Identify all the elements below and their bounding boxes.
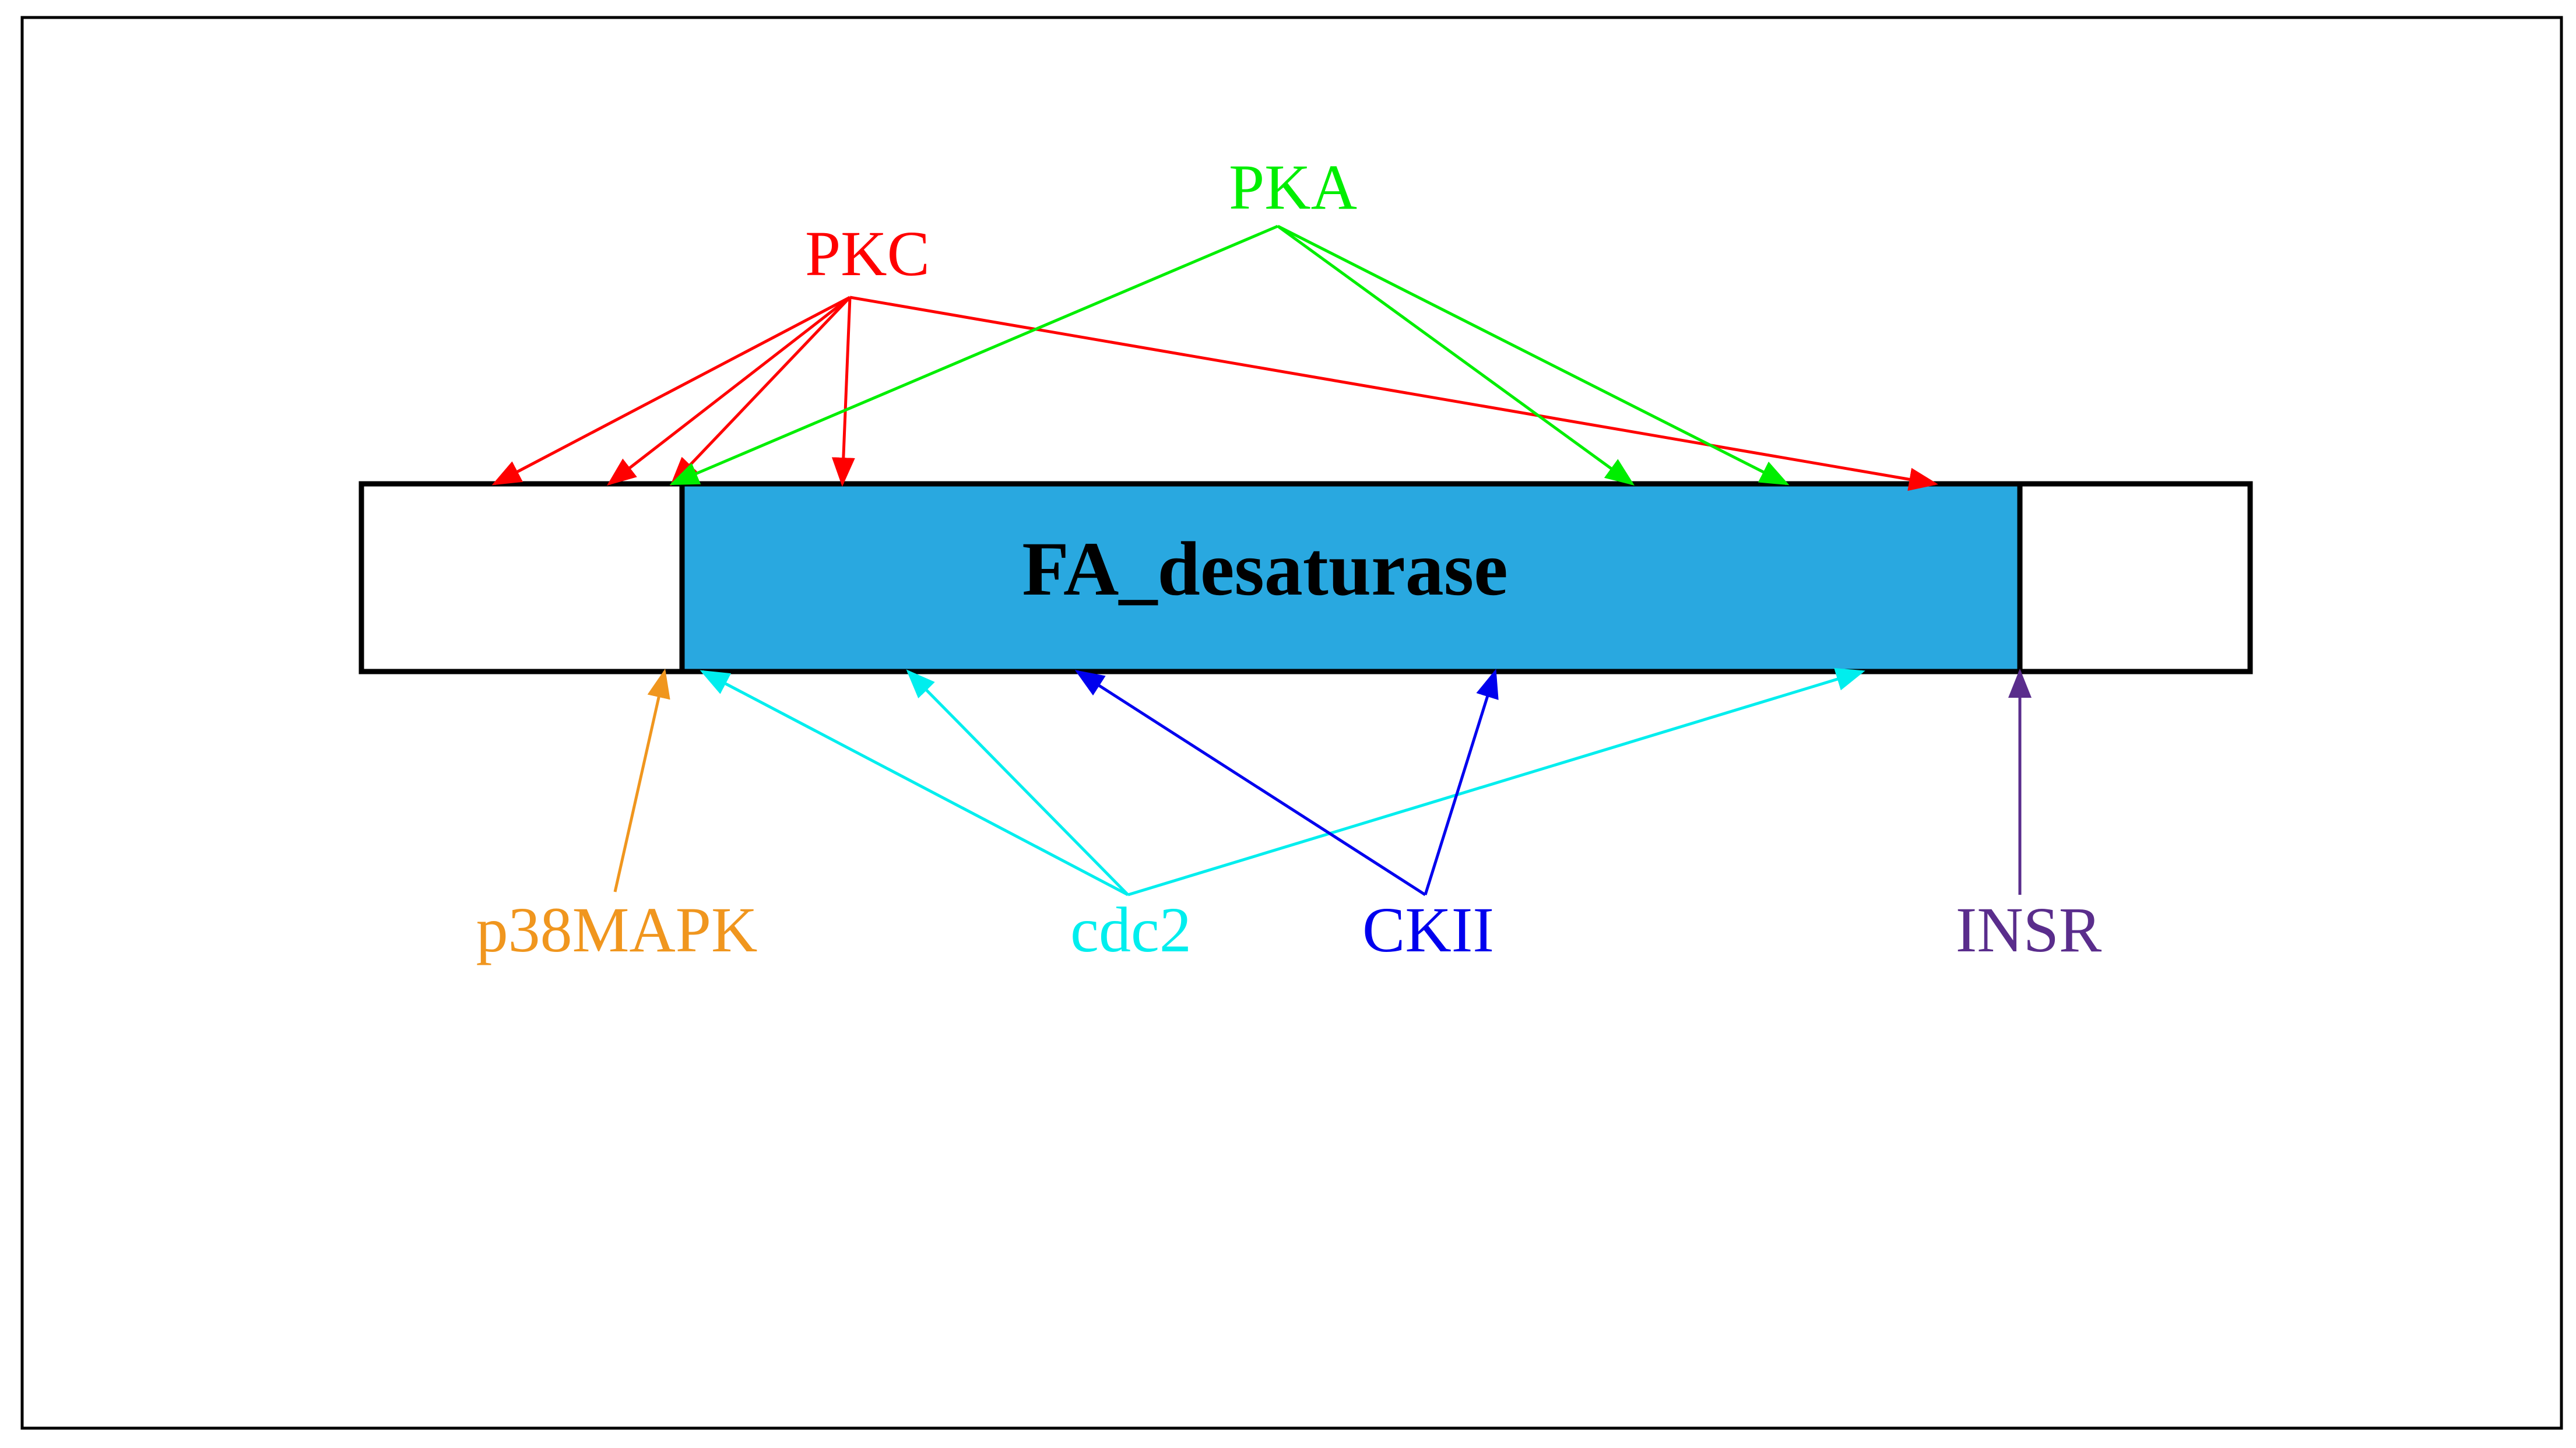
p38mapk-arrows xyxy=(613,669,670,892)
pkc-arrow-3 xyxy=(670,296,851,486)
outer-frame xyxy=(20,16,2563,1430)
pkc-arrow-2 xyxy=(607,296,851,486)
cdc2-arrow-3 xyxy=(1127,667,1865,897)
kinase-label-pka: PKA xyxy=(1229,152,1357,223)
cdc2-arrow-1 xyxy=(700,670,1129,897)
domain-label: FA_desaturase xyxy=(1022,526,1507,611)
pkc-arrow-4 xyxy=(831,297,855,487)
ckii-arrow-1 xyxy=(1074,670,1426,897)
pka-arrow-3 xyxy=(1277,224,1790,486)
ckii-arrow-2 xyxy=(1424,669,1499,895)
kinase-label-insr: INSR xyxy=(1956,894,2102,965)
pka-arrows xyxy=(669,224,1790,486)
kinase-label-cdc2: cdc2 xyxy=(1070,894,1192,965)
kinase-label-p38mapk: p38MAPK xyxy=(476,894,758,965)
pkc-arrow-1 xyxy=(491,296,851,486)
cdc2-arrows xyxy=(700,667,1865,897)
ckii-arrows xyxy=(1074,669,1499,897)
pka-arrow-1 xyxy=(669,224,1278,486)
p38mapk-arrow-1 xyxy=(613,669,670,892)
pka-arrow-2 xyxy=(1277,224,1635,486)
cdc2-arrow-2 xyxy=(906,669,1129,896)
kinase-label-pkc: PKC xyxy=(805,218,930,289)
pkc-arrow-5 xyxy=(849,296,1938,491)
kinase-label-ckii: CKII xyxy=(1362,894,1494,965)
domain-box xyxy=(679,481,2023,674)
pkc-arrows xyxy=(491,296,1938,491)
